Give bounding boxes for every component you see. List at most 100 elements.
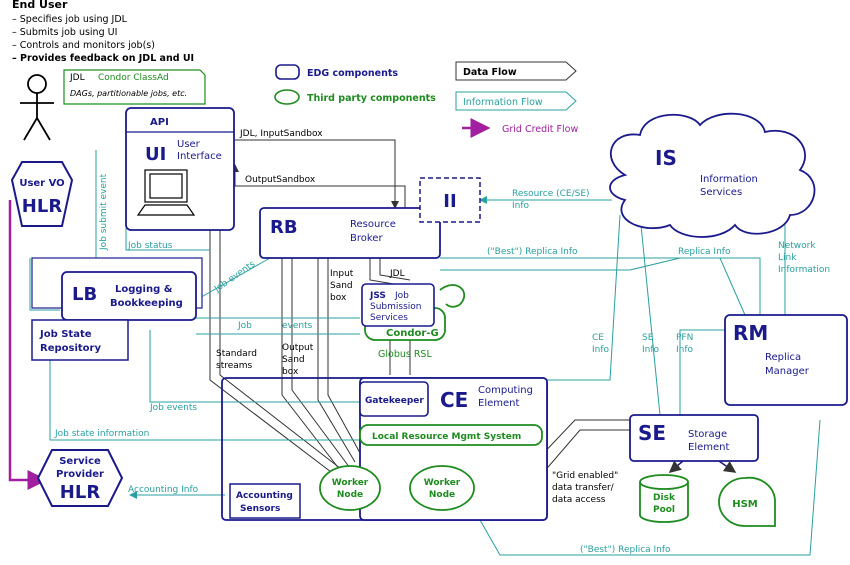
jdl-classad-box: JDL Condor ClassAd DAGs, partitionable j… xyxy=(63,69,206,105)
replica-manager-box: RM Replica Manager xyxy=(724,314,848,406)
se-info-line xyxy=(639,214,661,416)
end-user-title: End User xyxy=(12,0,68,11)
rm-name-2: Manager xyxy=(765,366,810,377)
job-status-label: Job status xyxy=(127,241,173,251)
rm-name-1: Replica xyxy=(765,352,801,363)
jdl-input-flow xyxy=(235,139,399,209)
output-label-2: Sand xyxy=(282,355,305,365)
lb-name-1: Logging & xyxy=(115,284,173,295)
worker-node-1 xyxy=(319,465,381,511)
repo-label-1: Job State xyxy=(39,329,92,340)
lrms-label: Local Resource Mgmt System xyxy=(372,432,521,442)
output-label-1: Output xyxy=(282,343,314,353)
acc-label-1: Accounting xyxy=(236,491,293,501)
ii-abbr: II xyxy=(443,191,456,212)
computing-element: Gatekeeper CE Computing Element Local Re… xyxy=(221,377,548,521)
output-sandbox-flow xyxy=(231,164,406,208)
condor-loop-arrow xyxy=(439,284,465,308)
lrms-box xyxy=(359,424,543,446)
job-events-left-label: Job events xyxy=(149,403,197,413)
ce-abbr: CE xyxy=(440,388,468,412)
is-name-1: Information xyxy=(700,174,758,185)
ce-info-label-1: CE xyxy=(592,333,604,343)
ce-name-1: Computing xyxy=(478,385,533,396)
job-state-info-label: Job state information xyxy=(54,429,149,439)
flow-labels: JDL, InputSandbox OutputSandbox Resource… xyxy=(54,129,830,555)
job-submission-services: Condor-G JSS Job Submission Services Glo… xyxy=(361,283,465,360)
network-label-3: Information xyxy=(778,265,830,275)
se-name-1: Storage xyxy=(688,429,727,440)
legend-third-swatch xyxy=(274,89,300,105)
lb-abbr: LB xyxy=(72,284,97,305)
std-label-1: Standard xyxy=(216,349,257,359)
jdl-flow-label: JDL xyxy=(389,269,405,279)
grid-label-3: data access xyxy=(552,495,606,505)
legend: EDG components Third party components Da… xyxy=(274,61,578,138)
rm-abbr: RM xyxy=(733,321,768,345)
is-abbr: IS xyxy=(655,146,677,170)
information-services-cloud: IS Information Services xyxy=(609,112,816,238)
jdl-to-jss-b xyxy=(379,258,411,281)
disk-label-1: Disk xyxy=(653,493,676,503)
se-name-2: Element xyxy=(688,442,729,453)
condor-g-label: Condor-G xyxy=(386,328,439,339)
api-label: API xyxy=(150,117,169,128)
legend-edg-swatch xyxy=(275,64,300,80)
legend-info-flow-arrow xyxy=(455,91,577,111)
events-label: events xyxy=(282,321,313,331)
input-label-2: Sand xyxy=(330,281,353,291)
se-abbr: SE xyxy=(638,421,666,445)
best-replica-top-line xyxy=(440,257,746,316)
resource-broker-box: RB Resource Broker xyxy=(259,207,441,259)
grid-credit-flow xyxy=(8,200,48,490)
output-sandbox-ce-a xyxy=(281,258,341,471)
best-replica-bottom-label: ("Best") Replica Info xyxy=(580,545,671,555)
dags-label: DAGs, partitionable jobs, etc. xyxy=(70,89,187,98)
end-user-line-2: – Submits job using UI xyxy=(12,27,117,38)
end-user-line-1: – Specifies job using JDL xyxy=(12,14,128,25)
resource-info-label-1: Resource (CE/SE) xyxy=(512,189,590,199)
legend-data-flow-arrow xyxy=(455,61,577,81)
lb-name-2: Bookkeeping xyxy=(110,298,183,309)
sp-label-1: Service xyxy=(59,456,101,467)
gatekeeper-label: Gatekeeper xyxy=(365,396,424,406)
legend-info-flow-label: Information Flow xyxy=(463,97,543,108)
output-sandbox-ce-b xyxy=(291,258,351,469)
accounting-info-label: Accounting Info xyxy=(128,485,199,495)
user-vo-label: User VO xyxy=(19,178,64,189)
is-name-2: Services xyxy=(700,187,742,198)
logging-bookkeeping-box: LB Logging & Bookkeeping Job State Repos… xyxy=(31,257,203,361)
globus-rsl-label: Globus RSL xyxy=(378,349,432,360)
job-state-repository-box xyxy=(31,319,129,361)
information-index-box: II xyxy=(419,177,481,223)
lb-left-line xyxy=(29,258,60,311)
gatekeeper-box xyxy=(359,381,429,417)
job-submit-event-label: Job submit event xyxy=(99,173,109,251)
user-interface-box: API UI User Interface xyxy=(125,107,235,231)
worker-node-2 xyxy=(409,465,475,511)
input-label-1: Input xyxy=(330,269,354,279)
legend-edg-label: EDG components xyxy=(307,68,398,79)
best-replica-bottom-line xyxy=(479,419,821,556)
repo-label-2: Repository xyxy=(40,343,101,354)
service-provider-hlr: Service Provider HLR xyxy=(36,449,124,507)
job-label: Job xyxy=(237,321,252,331)
accounting-sensors-box xyxy=(229,483,301,519)
user-vo-hlr: User VO HLR xyxy=(10,161,74,227)
legend-credit-label: Grid Credit Flow xyxy=(502,124,578,135)
replica-info-line xyxy=(440,257,761,315)
jdl-input-label: JDL, InputSandbox xyxy=(239,129,323,139)
input-sandbox-ce-a xyxy=(317,258,356,463)
end-user-section: End User – Specifies job using JDL – Sub… xyxy=(12,0,194,141)
condor-classad-label: Condor ClassAd xyxy=(98,73,169,83)
job-status-line xyxy=(125,228,210,251)
best-replica-top-label: ("Best") Replica Info xyxy=(487,247,578,257)
hsm-label: HSM xyxy=(732,499,758,510)
ce-info-label-2: Info xyxy=(592,345,610,355)
job-events-diag-label: Job events xyxy=(212,259,257,295)
ui-abbr: UI xyxy=(145,144,166,165)
rb-abbr: RB xyxy=(270,217,298,238)
ui-name-2: Interface xyxy=(177,151,222,162)
legend-data-flow-label: Data Flow xyxy=(463,67,517,78)
